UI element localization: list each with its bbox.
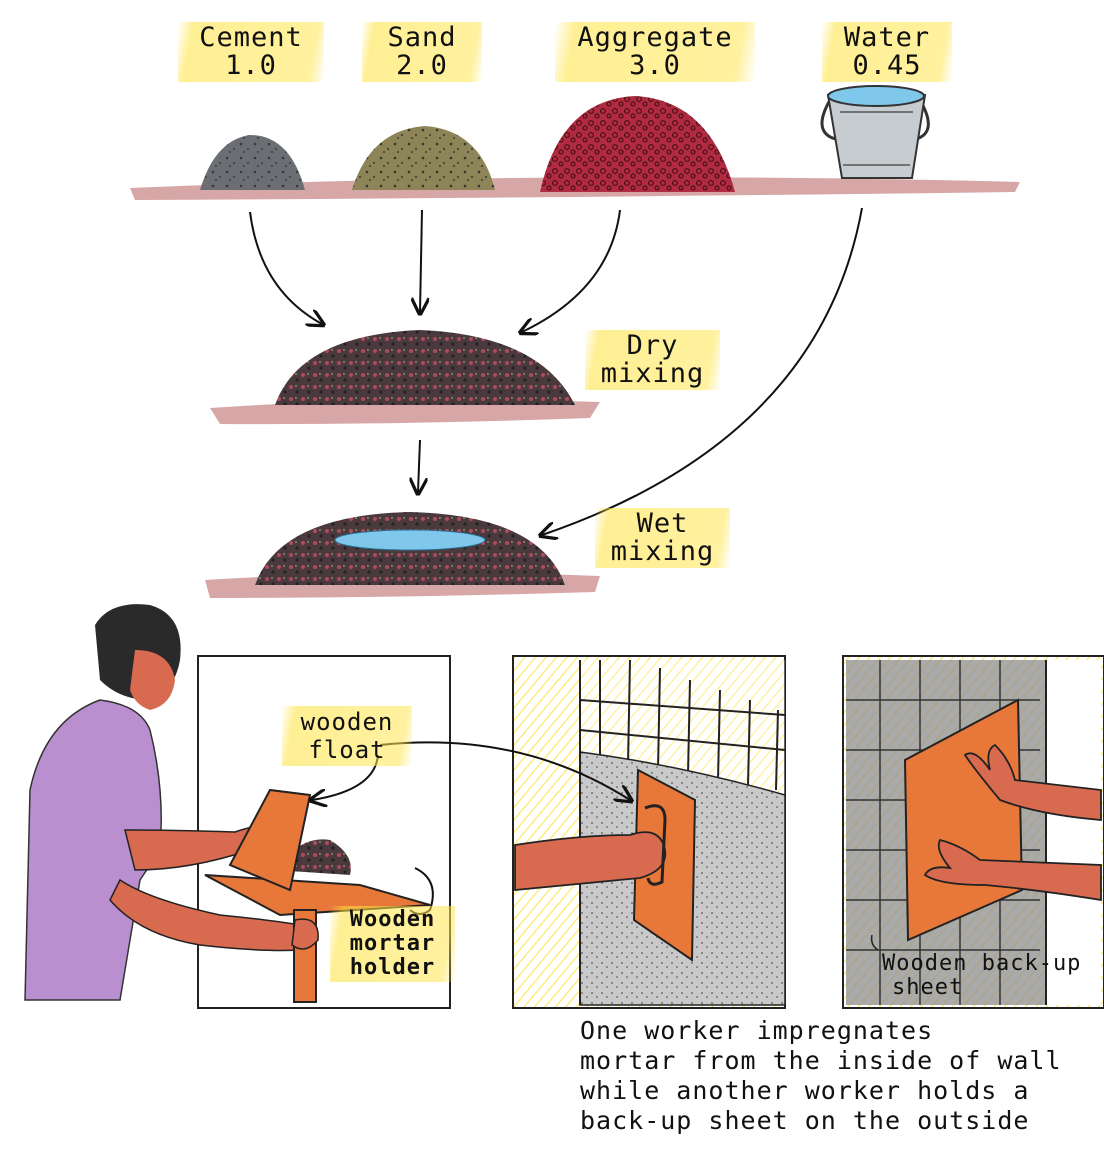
arrow-dry-to-wet — [418, 440, 420, 492]
step-label-line: Dry — [595, 332, 710, 360]
wet-mixing-label: Wet mixing — [595, 508, 730, 568]
ingredient-name: Aggregate — [565, 24, 745, 52]
backup-sheet-label: Wooden back-up sheet — [882, 952, 1104, 1000]
ingredient-ratio: 2.0 — [372, 52, 472, 80]
arrow-sand — [420, 210, 422, 312]
ingredient-sand-label: Sand 2.0 — [362, 22, 482, 82]
wooden-float-label: wooden float — [282, 706, 412, 766]
annotation-line: Wooden back-up — [882, 952, 1104, 976]
caption-line: One worker impregnates — [580, 1016, 1100, 1046]
ingredient-cement-label: Cement 1.0 — [178, 22, 324, 82]
step-label-line: Wet — [605, 510, 720, 538]
ingredient-aggregate-label: Aggregate 3.0 — [555, 22, 755, 82]
ingredient-name: Water — [832, 24, 942, 52]
dry-mixing-label: Dry mixing — [585, 330, 720, 390]
annotation-line: Wooden — [340, 908, 445, 932]
ingredient-name: Cement — [188, 24, 314, 52]
annotation-line: mortar — [340, 932, 445, 956]
wet-mix-water — [335, 530, 485, 550]
caption-line: back-up sheet on the outside — [580, 1106, 1100, 1136]
annotation-line: wooden — [292, 708, 402, 736]
annotation-line: holder — [340, 956, 445, 980]
caption-line: mortar from the inside of wall — [580, 1046, 1100, 1076]
caption-line: while another worker holds a — [580, 1076, 1100, 1106]
ingredient-ratio: 1.0 — [188, 52, 314, 80]
step-label-line: mixing — [595, 360, 710, 388]
water-bucket — [822, 86, 928, 178]
mortar-holder-label: Wooden mortar holder — [330, 906, 455, 982]
step-label-line: mixing — [605, 538, 720, 566]
arrow-cement — [250, 212, 322, 324]
dry-mix-pile — [275, 330, 575, 405]
ingredient-ratio: 0.45 — [832, 52, 942, 80]
ingredient-water-label: Water 0.45 — [822, 22, 952, 82]
annotation-line: float — [292, 736, 402, 764]
ingredient-name: Sand — [372, 24, 472, 52]
aggregate-pile — [540, 96, 735, 192]
arrow-aggregate — [522, 210, 620, 332]
process-caption: One worker impregnates mortar from the i… — [580, 1016, 1100, 1136]
annotation-line: sheet — [882, 976, 1104, 1000]
ingredient-ratio: 3.0 — [565, 52, 745, 80]
